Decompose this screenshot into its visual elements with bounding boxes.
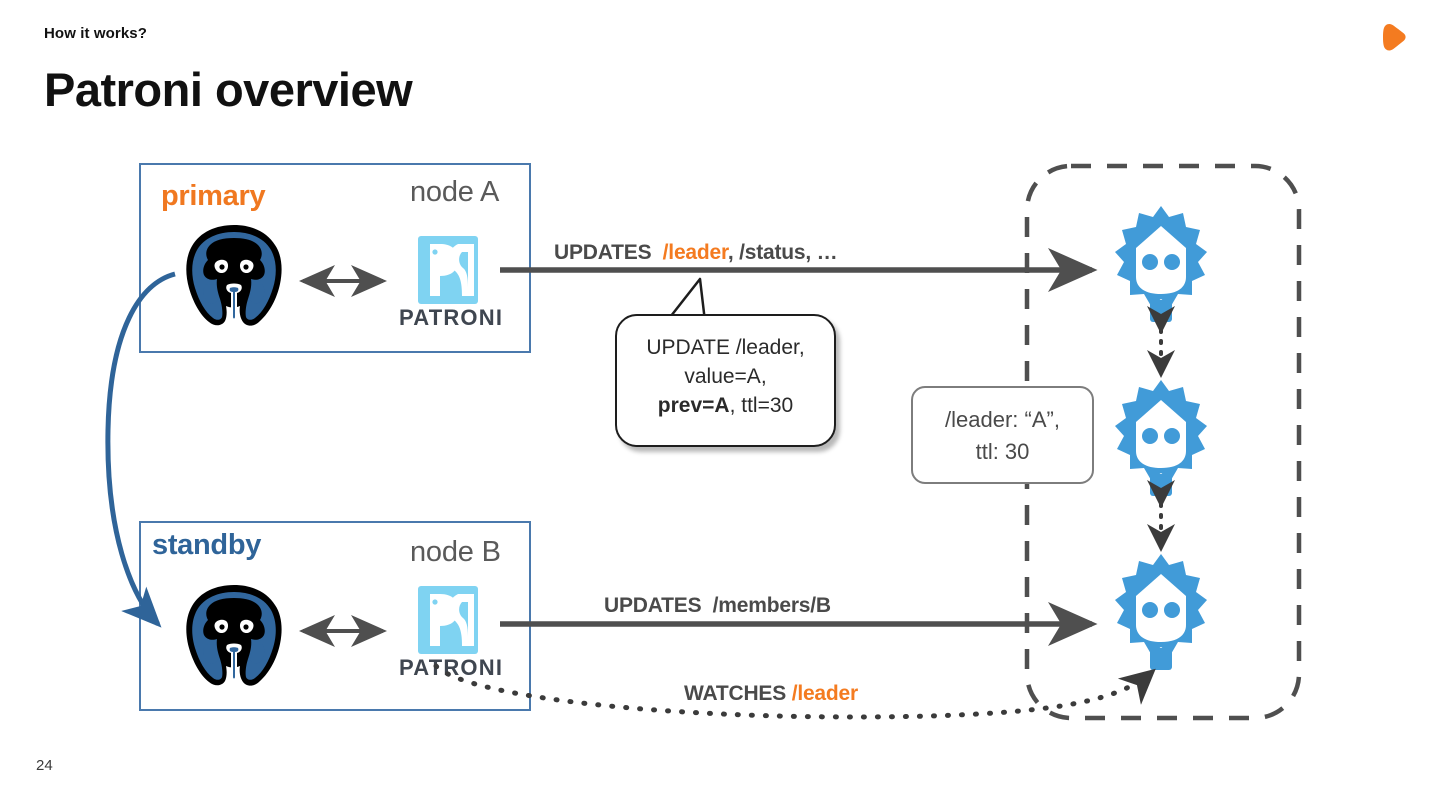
dcs-kv-text: /leader: “A”, ttl: 30 xyxy=(913,404,1092,468)
node-b-agent-label: PATRONI xyxy=(399,655,504,680)
updates-a-key: /leader xyxy=(662,241,728,264)
updates-a-verb: UPDATES xyxy=(554,241,652,264)
etcd-node-1-icon xyxy=(1115,206,1207,322)
callout-line-3-bold: prev=A xyxy=(657,394,730,417)
updates-b-verb: UPDATES xyxy=(604,594,702,617)
etcd-node-2-icon xyxy=(1115,380,1207,496)
callout-line-3-rest: , ttl=30 xyxy=(729,394,794,417)
callout-bubble xyxy=(615,314,836,447)
dcs-kv-box xyxy=(911,386,1094,484)
callout-line-1: UPDATE /leader, xyxy=(646,336,805,359)
watches-verb: WATCHES xyxy=(684,682,787,705)
updates-b-path: /members/B xyxy=(712,594,831,617)
callout-text: UPDATE /leader, value=A, prev=A, ttl=30 xyxy=(618,333,833,420)
play-triangle-logo-icon xyxy=(1372,18,1412,58)
etcd-node-3-icon xyxy=(1115,554,1207,670)
node-a-name-label: node A xyxy=(410,176,500,208)
updates-b-label: UPDATES /members/B xyxy=(604,594,831,618)
dcs-kv-line-1: /leader: “A”, xyxy=(945,407,1060,432)
dcs-kv-line-2: ttl: 30 xyxy=(975,439,1030,464)
node-b-name-label: node B xyxy=(410,536,501,568)
callout-line-2: value=A, xyxy=(684,365,767,388)
callout-line-3: prev=A, ttl=30 xyxy=(618,391,833,420)
watches-key: /leader xyxy=(791,682,859,705)
page-title: Patroni overview xyxy=(44,63,413,116)
node-b-role-label: standby xyxy=(152,529,262,561)
node-a-agent-label: PATRONI xyxy=(399,305,504,330)
page-number: 24 xyxy=(36,757,53,774)
patroni-logo-icon xyxy=(396,584,500,680)
postgresql-elephant-icon xyxy=(178,222,290,330)
patroni-logo-icon xyxy=(396,234,500,330)
postgresql-elephant-icon xyxy=(178,582,290,690)
updates-a-rest: , /status, … xyxy=(727,241,838,264)
watches-label: WATCHES /leader xyxy=(684,682,858,706)
node-a-role-label: primary xyxy=(161,180,266,212)
updates-a-label: UPDATES /leader, /status, … xyxy=(554,241,838,265)
slide-kicker: How it works? xyxy=(44,25,147,42)
